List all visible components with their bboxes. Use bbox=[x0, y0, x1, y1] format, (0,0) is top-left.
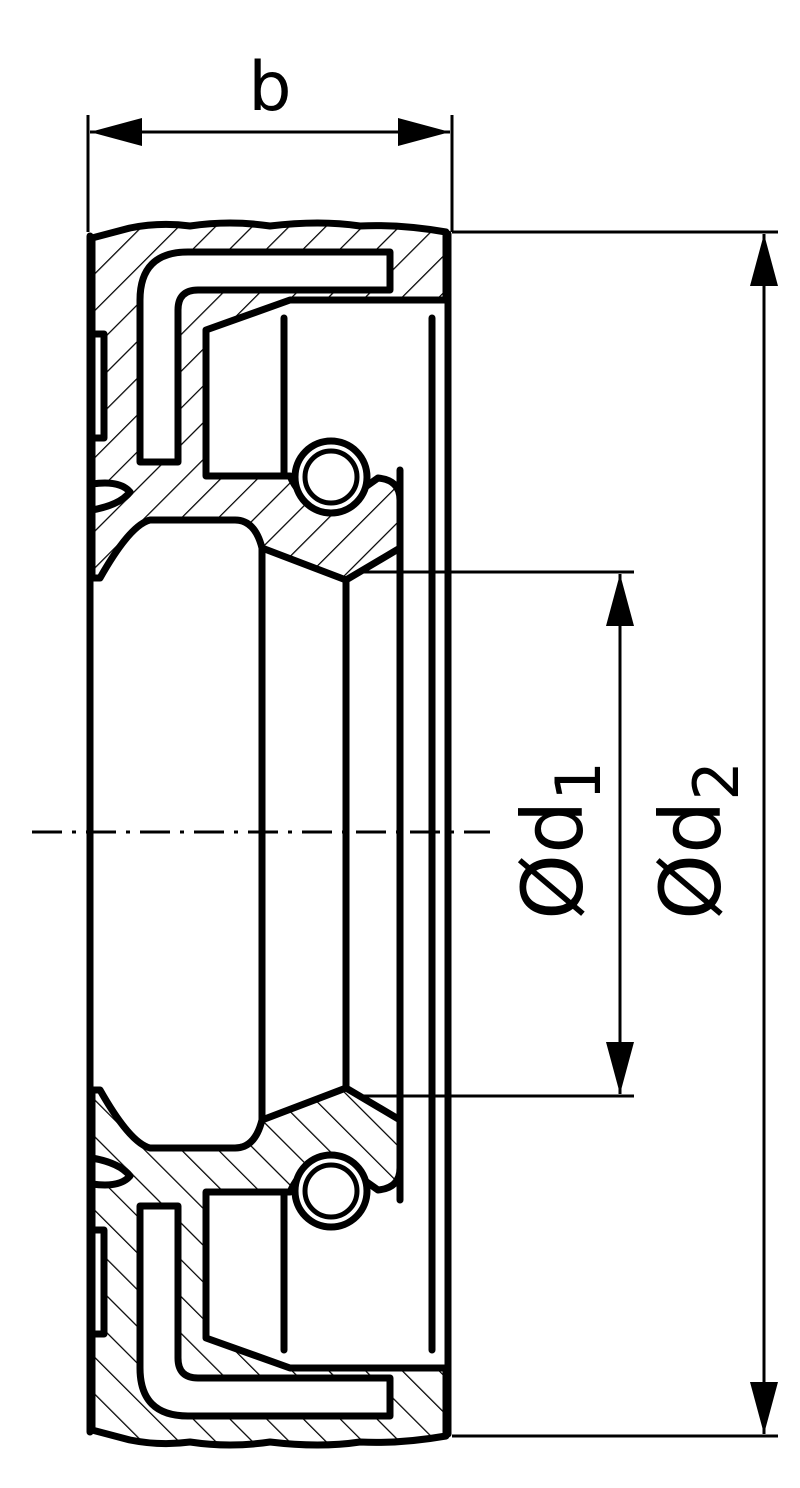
upper-metal-insert bbox=[136, 248, 394, 466]
dimension-b: b bbox=[86, 48, 454, 232]
arrowhead-left bbox=[90, 118, 142, 146]
inner-diameter-label: Ød1 bbox=[504, 761, 615, 920]
arrowhead-d1-top bbox=[606, 574, 634, 626]
width-label: b bbox=[248, 48, 291, 127]
upper-left-groove bbox=[88, 330, 108, 442]
arrowhead-right bbox=[398, 118, 450, 146]
lower-section bbox=[88, 1084, 450, 1449]
lower-left-notch bbox=[88, 1154, 134, 1189]
outer-diameter-label: Ød2 bbox=[642, 761, 753, 920]
upper-left-notch bbox=[88, 479, 134, 514]
svg-text:Ød1: Ød1 bbox=[504, 761, 615, 920]
arrowhead-bottom bbox=[750, 1382, 778, 1434]
lower-metal-insert bbox=[136, 1202, 394, 1420]
arrowhead-d1-bottom bbox=[606, 1042, 634, 1094]
lower-garter-spring-inner bbox=[302, 1162, 360, 1220]
dimension-d1: Ød1 bbox=[348, 570, 634, 1098]
upper-section bbox=[88, 219, 450, 584]
arrowhead-top bbox=[750, 234, 778, 286]
svg-text:Ød2: Ød2 bbox=[642, 761, 753, 920]
lower-left-groove bbox=[88, 1226, 108, 1338]
dimension-d2: Ød2 bbox=[452, 230, 778, 1438]
upper-garter-spring-inner bbox=[302, 448, 360, 506]
